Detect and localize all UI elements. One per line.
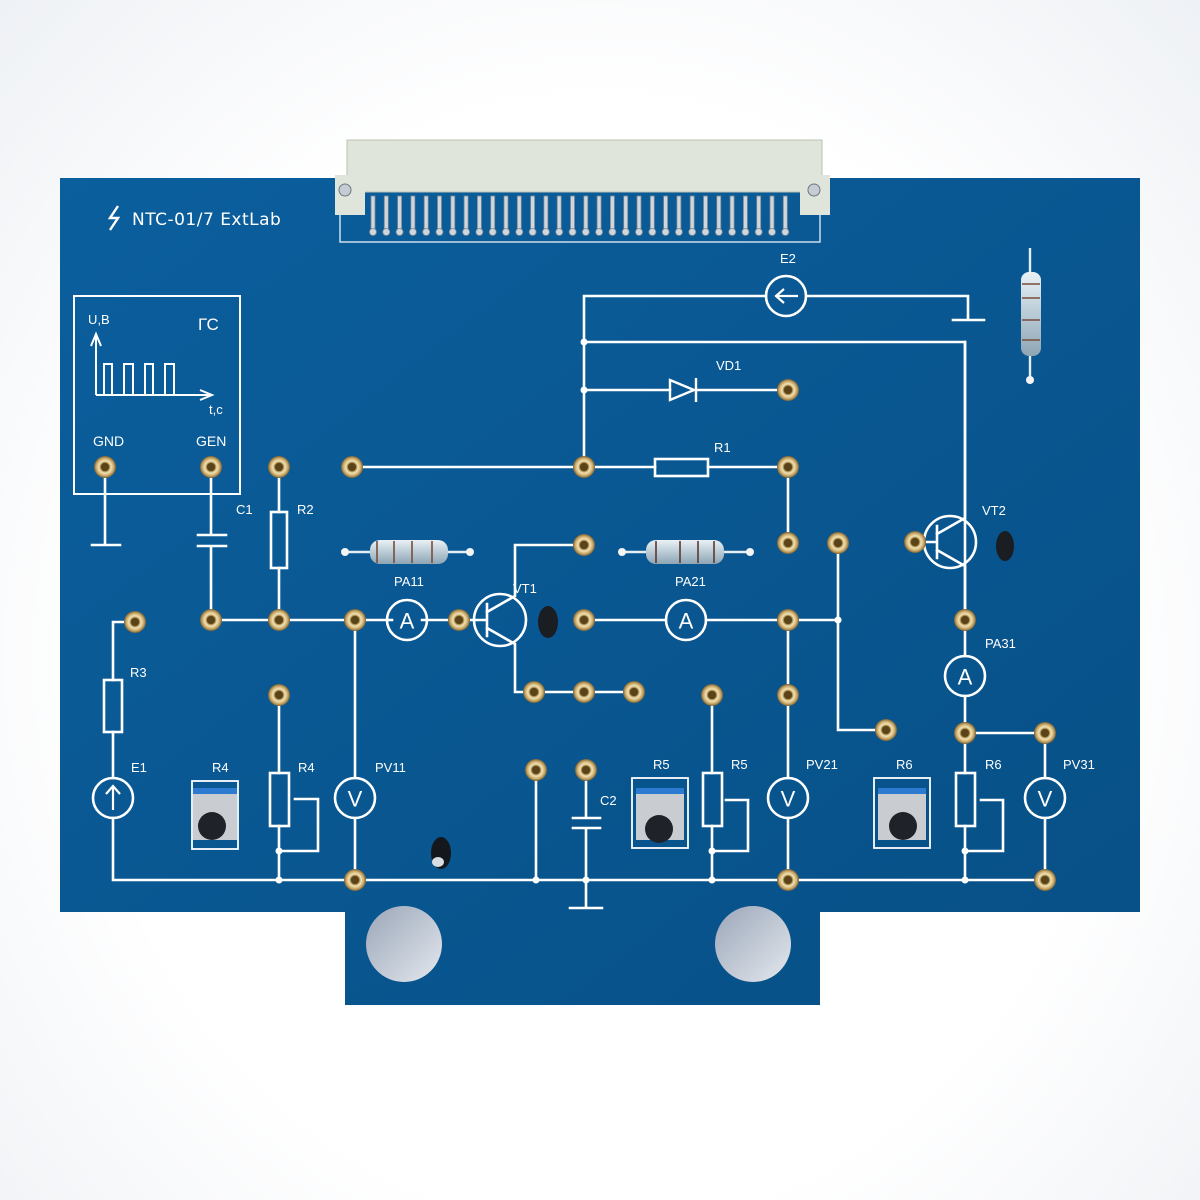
label-r4-knob: R4	[212, 760, 229, 775]
ammeter-pa31-glyph: A	[958, 665, 973, 690]
socket-pv21-top[interactable]	[777, 684, 799, 706]
label-r5-symbol: R5	[731, 757, 748, 772]
label-r5-knob: R5	[653, 757, 670, 772]
board-title-text: NTC-01/7 ExtLab	[132, 210, 281, 230]
socket-e1-top[interactable]	[124, 611, 146, 633]
voltmeter-pv31-glyph: V	[1038, 787, 1053, 812]
gnd-label: GND	[93, 433, 124, 449]
label-e2: E2	[780, 251, 796, 266]
socket-vt1-collector[interactable]	[573, 534, 595, 556]
generator-title: ГС	[198, 315, 219, 334]
mounting-hole-left	[366, 906, 442, 982]
y-axis-label: U,B	[88, 312, 110, 327]
socket-pa21-in[interactable]	[573, 609, 595, 631]
label-vt1: VT1	[513, 581, 537, 596]
label-pa21: PA21	[675, 574, 706, 589]
socket-r5-top[interactable]	[701, 684, 723, 706]
source-e2-arrow-icon	[774, 288, 798, 304]
socket-pv21-bottom[interactable]	[777, 869, 799, 891]
socket-r2-top[interactable]	[268, 456, 290, 478]
socket-pv31-bottom[interactable]	[1034, 869, 1056, 891]
junction-dots	[275, 338, 969, 884]
socket-vt1-e2[interactable]	[573, 681, 595, 703]
potentiometer-r5-knob[interactable]	[631, 777, 689, 849]
socket-838[interactable]	[827, 532, 849, 554]
label-vt2: VT2	[982, 503, 1006, 518]
label-r3: R3	[130, 665, 147, 680]
ammeter-pa11-glyph: A	[400, 609, 415, 634]
label-pa11: PA11	[394, 574, 424, 589]
source-e1-arrow-icon	[105, 784, 121, 810]
socket-pv11-bottom[interactable]	[344, 869, 366, 891]
socket-c2-right[interactable]	[575, 759, 597, 781]
label-r4-symbol: R4	[298, 760, 315, 775]
socket-c1-bottom[interactable]	[200, 609, 222, 631]
label-r6-symbol: R6	[985, 757, 1002, 772]
label-c2: C2	[600, 793, 617, 808]
generator-panel: ГС U,B t,c GND GEN	[73, 295, 241, 495]
edge-connector	[335, 139, 830, 243]
lightning-icon	[107, 205, 121, 231]
socket-vt2-base[interactable]	[904, 531, 926, 553]
socket-vt2-emitter[interactable]	[954, 609, 976, 631]
voltmeter-pv11-glyph: V	[348, 787, 363, 812]
socket-top-left[interactable]	[341, 456, 363, 478]
board-title: NTC-01/7 ExtLab	[107, 205, 281, 231]
label-vd1: VD1	[716, 358, 741, 373]
gen-label: GEN	[196, 433, 226, 449]
ammeter-pa21-glyph: A	[679, 609, 694, 634]
mounting-hole-right	[715, 906, 791, 982]
resistor-physical-middle	[618, 540, 754, 564]
socket-gen[interactable]	[200, 456, 222, 478]
socket-r6-top[interactable]	[954, 722, 976, 744]
transistor-vt1-physical	[538, 606, 558, 638]
socket-r1-right[interactable]	[777, 456, 799, 478]
pulse-waveform-icon	[103, 363, 175, 395]
component-labels: E2 VD1 R1 C1 R2 PA11 VT1 PA21 VT2 PA31 R…	[130, 251, 1095, 808]
socket-886[interactable]	[875, 719, 897, 741]
socket-pa11-in[interactable]	[344, 609, 366, 631]
socket-pa21-out[interactable]	[777, 609, 799, 631]
label-pv31: PV31	[1063, 757, 1095, 772]
socket-r4-top[interactable]	[268, 684, 290, 706]
label-r2: R2	[297, 502, 314, 517]
pcb-outline	[60, 178, 1140, 1005]
transistor-vt2-physical	[996, 531, 1014, 561]
electrolytic-capacitor-physical	[431, 837, 451, 869]
diode-vd1-symbol	[668, 378, 698, 402]
label-pa31: PA31	[985, 636, 1016, 651]
resistor-physical-vertical	[1021, 248, 1041, 384]
socket-c2-left[interactable]	[525, 759, 547, 781]
label-pv21: PV21	[806, 757, 838, 772]
socket-r1-left[interactable]	[573, 456, 595, 478]
resistor-physical-left	[341, 540, 474, 564]
x-axis-label: t,c	[209, 402, 223, 417]
voltmeter-pv21-glyph: V	[781, 787, 796, 812]
potentiometer-r4-knob[interactable]	[191, 780, 239, 850]
label-r6-knob: R6	[896, 757, 913, 772]
label-r1: R1	[714, 440, 731, 455]
label-e1: E1	[131, 760, 147, 775]
socket-vd1[interactable]	[777, 379, 799, 401]
socket-gnd[interactable]	[94, 456, 116, 478]
label-c1: C1	[236, 502, 253, 517]
label-pv11: PV11	[375, 760, 406, 775]
socket-r2-bottom[interactable]	[268, 609, 290, 631]
potentiometer-r6-knob[interactable]	[873, 777, 931, 849]
socket-pv31-top[interactable]	[1034, 722, 1056, 744]
socket-pa11-out[interactable]	[448, 609, 470, 631]
socket-mid-right[interactable]	[777, 532, 799, 554]
socket-vt1-e3[interactable]	[623, 681, 645, 703]
socket-vt1-e1[interactable]	[523, 681, 545, 703]
